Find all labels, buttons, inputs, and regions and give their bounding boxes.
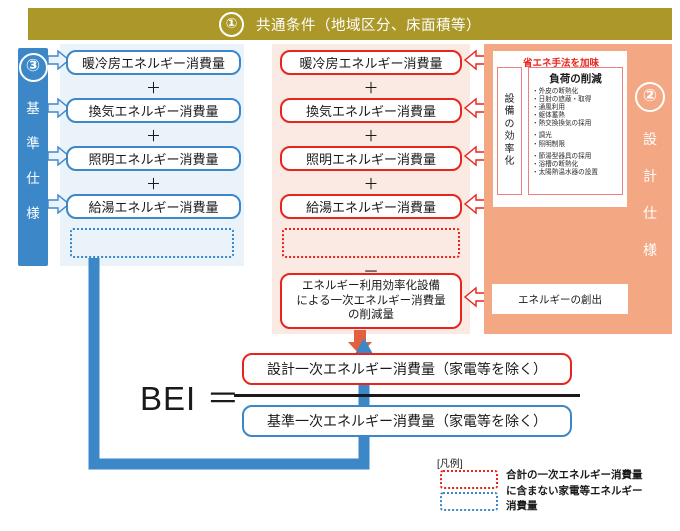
reduction-line-1: による一次エネルギー消費量: [296, 294, 446, 307]
standard-spec-sidebar: ③ 基 準 仕 様: [18, 48, 48, 266]
load-reduction-group-1: 外皮の断熱化 日射の遮蔽・取得 通風利用 躯体蓄熱 熱交換換気の採用: [532, 88, 619, 128]
legend-swatch-blue: [440, 492, 498, 511]
standard-label-char-2: 仕: [26, 171, 40, 186]
measure-item: 外皮の断熱化: [532, 88, 619, 96]
legend-line-2: 消費量: [506, 500, 538, 512]
measure-item: 躯体蓄熱: [532, 112, 619, 120]
standard-box-heating-cooling: 暖冷房エネルギー消費量: [66, 50, 241, 75]
efficiency-char-4: 率: [504, 143, 515, 155]
efficiency-char-1: 備: [504, 106, 515, 117]
measure-item: 熱交換換気の採用: [532, 120, 619, 128]
standard-operator-0: ＋: [145, 80, 161, 97]
step-number-2: ②: [635, 82, 665, 112]
efficiency-char-5: 化: [504, 156, 515, 167]
design-label-char-2: 仕: [643, 205, 657, 221]
reduction-line-0: エネルギー利用効率化設備: [302, 280, 440, 293]
fraction-bar: [234, 394, 580, 397]
bei-label: BEI ＝: [140, 380, 241, 417]
measure-item: 太陽熱温水器の設置: [532, 169, 619, 177]
legend: [凡例]: [437, 455, 677, 527]
legend-line-0: 合計の一次エネルギー消費量: [506, 469, 643, 481]
design-label-char-3: 様: [643, 242, 657, 258]
design-label-char-1: 計: [643, 168, 657, 184]
bei-denominator-box: 基準一次エネルギー消費量（家電等を除く）: [242, 405, 572, 437]
design-excluded-appliances-box: [282, 228, 460, 258]
common-conditions-header: ① 共通条件（地域区分、床面積等）: [28, 8, 672, 40]
design-box-heating-cooling: 暖冷房エネルギー消費量: [280, 50, 462, 75]
efficiency-char-0: 設: [504, 93, 515, 105]
standard-inflow-arrows: [47, 49, 71, 215]
efficiency-equipment-reduction-box: エネルギー利用効率化設備 による一次エネルギー消費量 の削減量: [280, 273, 462, 329]
standard-box-hot-water: 給湯エネルギー消費量: [66, 194, 241, 219]
design-box-ventilation: 換気エネルギー消費量: [280, 98, 462, 123]
measure-item: 照明制限: [532, 141, 619, 149]
standard-label-char-1: 準: [26, 136, 40, 151]
design-operator-1: ＋: [363, 128, 379, 145]
standard-operator-2: ＋: [145, 176, 161, 193]
standard-operator-1: ＋: [145, 128, 161, 145]
legend-description: 合計の一次エネルギー消費量 に含まない家電等エネルギー 消費量: [506, 468, 678, 515]
efficiency-char-3: 効: [504, 131, 515, 142]
common-conditions-title: 共通条件（地域区分、床面積等）: [256, 17, 481, 34]
step-number-1: ①: [219, 11, 244, 37]
measure-item: 日射の遮蔽・取得: [532, 96, 619, 104]
load-reduction-title: 負荷の削減: [549, 73, 602, 85]
measure-item: 節湯型器具の採用: [532, 153, 619, 161]
standard-box-ventilation: 換気エネルギー消費量: [66, 98, 241, 123]
legend-swatch-red: [440, 470, 498, 489]
step-number-3: ③: [18, 53, 48, 82]
design-label-char-0: 設: [643, 131, 657, 147]
measure-item: 浴槽の断熱化: [532, 161, 619, 169]
measure-item: 通風利用: [532, 104, 619, 112]
equipment-efficiency-box: 設 備 の 効 率 化: [497, 67, 522, 195]
measures-card-title: 省エネ手法を加味: [522, 58, 599, 69]
design-operator-0: ＋: [363, 80, 379, 97]
measure-item: 調光: [532, 132, 619, 140]
standard-box-lighting: 照明エネルギー消費量: [66, 146, 241, 171]
standard-excluded-appliances-box: [70, 228, 234, 258]
legend-title: [凡例]: [437, 459, 463, 470]
energy-creation-box: エネルギーの創出: [492, 284, 628, 314]
standard-label-char-3: 様: [26, 206, 40, 221]
bei-numerator-box: 設計一次エネルギー消費量（家電等を除く）: [242, 353, 572, 385]
design-operator-2: ＋: [363, 176, 379, 193]
load-reduction-box: 負荷の削減 外皮の断熱化 日射の遮蔽・取得 通風利用 躯体蓄熱 熱交換換気の採用…: [528, 67, 623, 195]
design-to-numerator-arrow: [348, 330, 372, 355]
efficiency-char-2: の: [504, 118, 515, 130]
design-spec-sidebar: ② 設 計 仕 様: [628, 44, 672, 334]
legend-line-1: に含まない家電等エネルギー: [506, 484, 643, 497]
design-box-lighting: 照明エネルギー消費量: [280, 146, 462, 171]
design-box-hot-water: 給湯エネルギー消費量: [280, 194, 462, 219]
load-reduction-group-2: 調光 照明制限: [532, 132, 619, 148]
reduction-line-2: の削減量: [348, 309, 394, 322]
load-reduction-group-3: 節湯型器具の採用 浴槽の断熱化 太陽熱温水器の設置: [532, 153, 619, 177]
standard-label-char-0: 基: [26, 101, 40, 116]
